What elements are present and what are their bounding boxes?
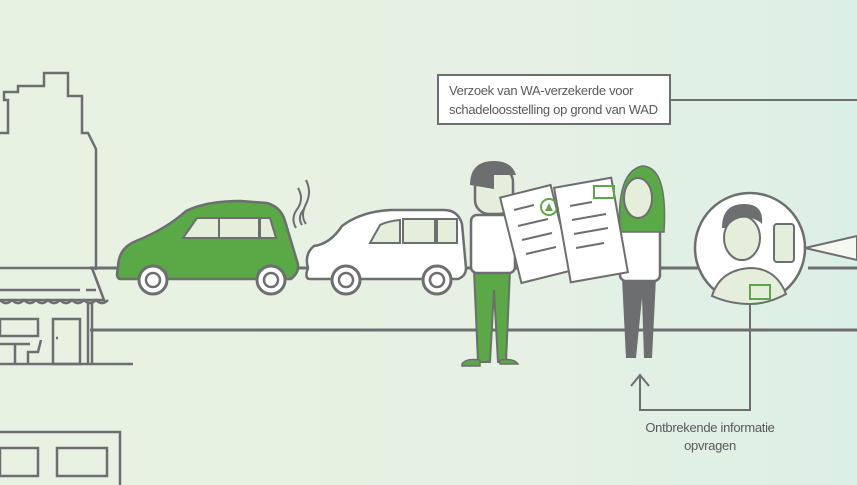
connector-lines (630, 99, 857, 411)
document-right-icon (552, 176, 630, 284)
missing-info-line2: opvragen (684, 438, 736, 453)
woman-figure-icon (618, 165, 666, 358)
request-label-line1: Verzoek van WA-verzekerde voor (449, 83, 634, 98)
missing-info-line1: Ontbrekende informatie (645, 420, 775, 435)
white-car-icon (305, 208, 468, 296)
green-car-icon (115, 199, 300, 296)
building-icon (0, 71, 133, 485)
request-label-box: Verzoek van WA-verzekerde voor schadeloo… (437, 74, 671, 125)
missing-info-caption: Ontbrekende informatie opvragen (610, 419, 810, 455)
request-label-line2: schadeloosstelling op grond van WAD (449, 102, 658, 117)
insurer-avatar-icon (693, 191, 857, 306)
man-figure-icon (461, 161, 520, 367)
impact-lines-icon (292, 179, 310, 229)
